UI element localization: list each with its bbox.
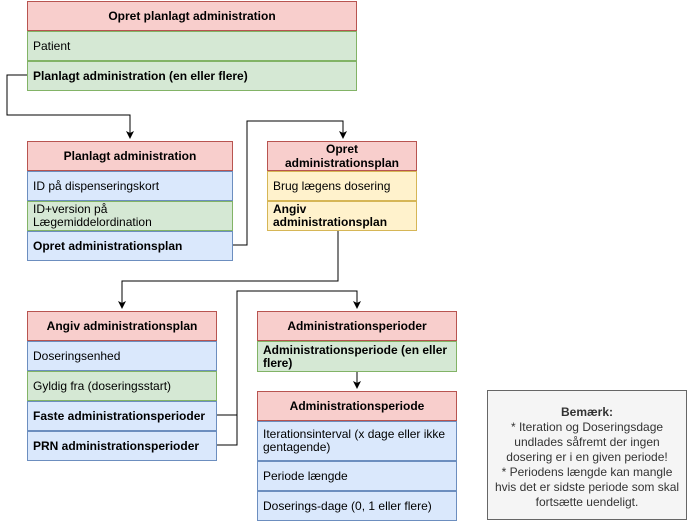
entity-perioder-row-periode: Administrationsperiode (en eller flere) <box>257 341 457 372</box>
entity-angiv-plan-header: Angiv administrationsplan <box>27 311 217 341</box>
entity-opret-plan-header: Opret administrationsplan <box>267 141 417 171</box>
entity-angiv-plan-row-enhed: Doseringsenhed <box>27 341 217 371</box>
entity-planlagt-row-id-kort: ID på dispenseringskort <box>27 171 233 201</box>
entity-angiv-plan-row-faste: Faste administrationsperioder <box>27 401 217 431</box>
edge-planlagt-to-planlagt-entity <box>6 74 134 139</box>
note-line-iteration: * Iteration og Doseringsdage undlades så… <box>506 420 668 464</box>
entity-opret-planlagt-row-patient: Patient <box>27 31 357 61</box>
entity-opret-planlagt-row-planlagt: Planlagt administration (en eller flere) <box>27 61 357 91</box>
entity-perioder-header: Administrationsperioder <box>257 311 457 341</box>
entity-angiv-plan-row-prn: PRN administrationsperioder <box>27 431 217 461</box>
entity-periode-row-iteration: Iterationsinterval (x dage eller ikke ge… <box>257 421 457 461</box>
note-title: Bemærk: <box>560 405 614 419</box>
entity-periode-row-laengde: Periode længde <box>257 461 457 491</box>
edge-opret-plan-to-opret-plan-entity <box>233 120 347 246</box>
note-box: Bemærk: * Iteration og Doseringsdage und… <box>487 390 687 520</box>
note-line-laengde: * Periodens længde kan mangle hvis det e… <box>494 465 680 509</box>
entity-opret-plan-row-brug: Brug lægens dosering <box>267 171 417 201</box>
entity-planlagt-row-id-version: ID+version på Lægemiddelordination <box>27 201 233 231</box>
entity-opret-planlagt-header: Opret planlagt administration <box>27 1 357 31</box>
entity-planlagt-row-opret-plan: Opret administrationsplan <box>27 231 233 261</box>
edge-faste-to-perioder <box>217 290 361 416</box>
entity-periode-header: Administrationsperiode <box>257 391 457 421</box>
edge-prn-to-perioder <box>217 415 238 446</box>
entity-planlagt-header: Planlagt administration <box>27 141 233 171</box>
entity-opret-plan-row-angiv: Angiv administrationsplan <box>267 201 417 231</box>
entity-periode-row-doseringsdage: Doserings-dage (0, 1 eller flere) <box>257 491 457 521</box>
entity-angiv-plan-row-gyldig: Gyldig fra (doseringsstart) <box>27 371 217 401</box>
